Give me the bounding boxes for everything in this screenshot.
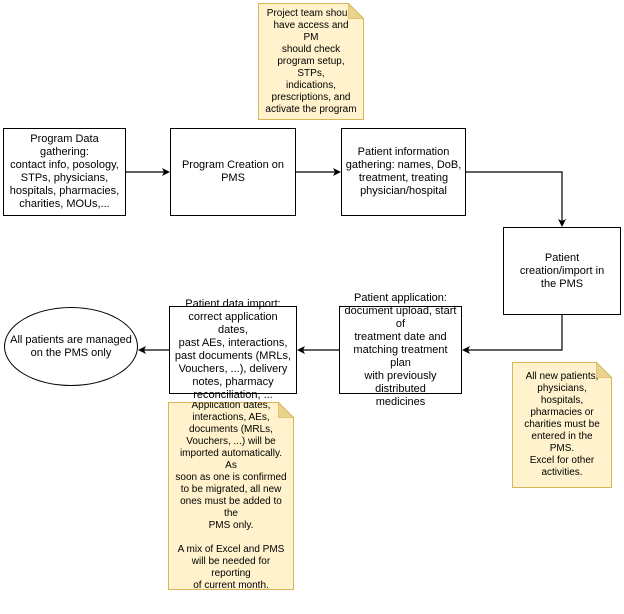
arrowhead-icon: [297, 346, 305, 354]
note-project-team-text: Project team should have access and PM s…: [265, 7, 357, 115]
node-patient-creation: Patient creation/import in the PMS: [503, 227, 621, 315]
arrowhead-icon: [138, 346, 146, 354]
arrowhead-icon: [462, 346, 470, 354]
node-program-creation-text: Program Creation on PMS: [181, 159, 285, 184]
note-import-auto: Application dates, interactions, AEs, do…: [168, 402, 294, 590]
arrowhead-icon: [333, 168, 341, 176]
node-patient-application-text: Patient application: document upload, st…: [344, 291, 457, 408]
arrow-patient-creation-to-application: [468, 315, 563, 351]
node-all-patients-managed-text: All patients are managed on the PMS only: [10, 333, 132, 359]
node-program-creation: Program Creation on PMS: [170, 128, 296, 216]
note-new-patients-text: All new patients, physicians, hospitals,…: [524, 371, 600, 478]
arrow-info-to-patient-creation: [466, 171, 563, 221]
note-fold-icon: [278, 402, 294, 418]
node-program-data-gathering-text: Program Data gathering: contact info, po…: [9, 133, 120, 210]
arrowhead-icon: [558, 219, 566, 227]
note-project-team: Project team should have access and PM s…: [258, 3, 364, 120]
arrowhead-icon: [162, 168, 170, 176]
note-new-patients: All new patients, physicians, hospitals,…: [512, 362, 612, 488]
node-patient-creation-text: Patient creation/import in the PMS: [519, 251, 605, 290]
note-import-auto-text: Application dates, interactions, AEs, do…: [175, 400, 287, 591]
node-program-data-gathering: Program Data gathering: contact info, po…: [3, 128, 126, 216]
node-patient-data-import-text: Patient data import: correct application…: [174, 298, 292, 401]
note-fold-icon: [348, 3, 364, 19]
node-patient-information: Patient information gathering: names, Do…: [341, 128, 466, 216]
node-patient-data-import: Patient data import: correct application…: [169, 298, 297, 401]
node-patient-information-text: Patient information gathering: names, Do…: [345, 146, 462, 197]
node-all-patients-managed: All patients are managed on the PMS only: [4, 307, 138, 386]
note-fold-icon: [596, 362, 612, 378]
node-patient-application: Patient application: document upload, st…: [339, 292, 462, 408]
